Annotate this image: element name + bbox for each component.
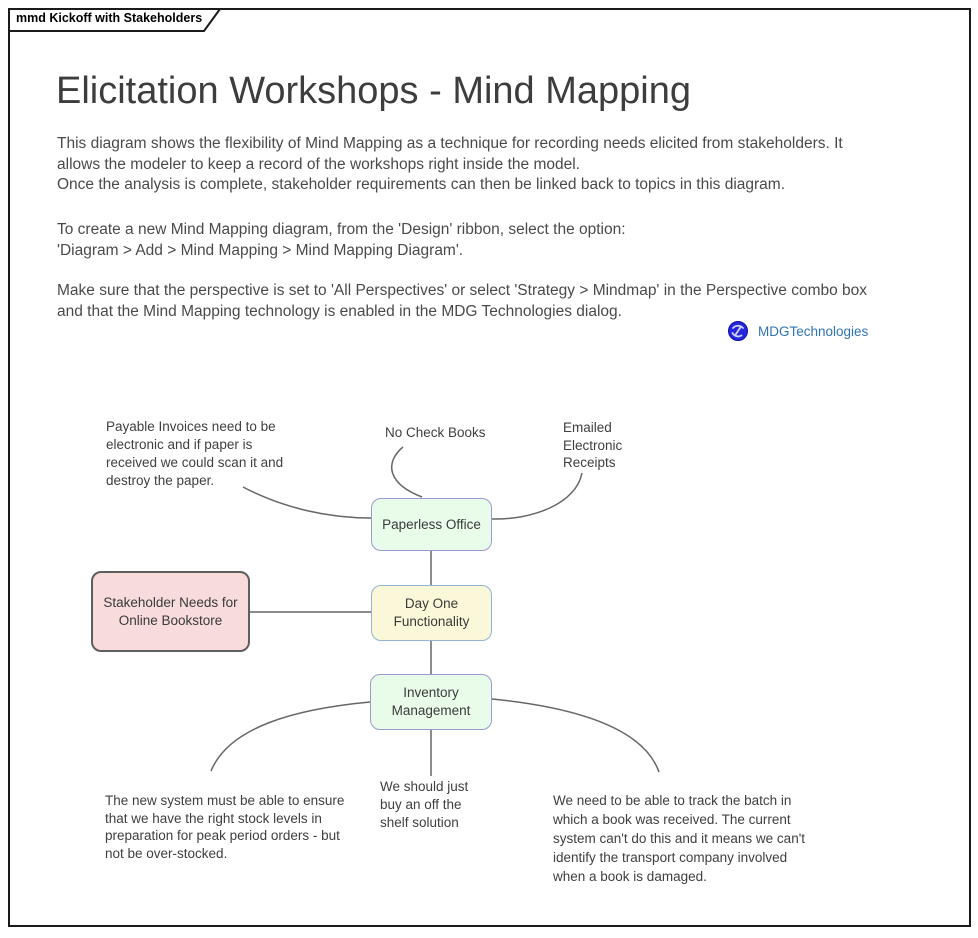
note-track-batch[interactable]: We need to be able to track the batch in… — [553, 793, 806, 884]
note-emailed-receipts[interactable]: Emailed Electronic Receipts — [563, 420, 623, 470]
connector-inventory-track — [491, 698, 660, 773]
connector-inventory-newsystem — [210, 701, 371, 772]
mdg-technologies-link[interactable]: MDGTechnologies — [727, 320, 868, 342]
note-off-the-shelf[interactable]: We should just buy an off the shelf solu… — [380, 779, 469, 830]
intro-paragraph: This diagram shows the flexibility of Mi… — [57, 135, 843, 193]
mdg-technologies-label[interactable]: MDGTechnologies — [758, 323, 869, 339]
note-stock-levels[interactable]: The new system must be able to ensure th… — [105, 793, 345, 861]
node-day-one-functionality[interactable]: Day One Functionality — [371, 585, 492, 641]
node-inventory-management[interactable]: Inventory Management — [370, 674, 492, 730]
connector-nocheck-paperless — [390, 446, 423, 498]
note-no-check-books[interactable]: No Check Books — [385, 425, 486, 440]
perspective-paragraph: Make sure that the perspective is set to… — [57, 282, 868, 320]
node-stakeholder-needs[interactable]: Stakeholder Needs for Online Bookstore — [91, 571, 250, 652]
connector-emailed-paperless — [491, 472, 583, 520]
node-paperless-office[interactable]: Paperless Office — [371, 498, 492, 551]
connector-payable-paperless — [242, 486, 372, 519]
create-instructions-paragraph: To create a new Mind Mapping diagram, fr… — [57, 221, 626, 259]
note-payable-invoices[interactable]: Payable Invoices need to be electronic a… — [106, 419, 284, 488]
mdg-technologies-icon — [728, 321, 748, 341]
page-title: Elicitation Workshops - Mind Mapping — [56, 70, 692, 112]
frame-tab-label: mmd Kickoff with Stakeholders — [16, 11, 203, 25]
